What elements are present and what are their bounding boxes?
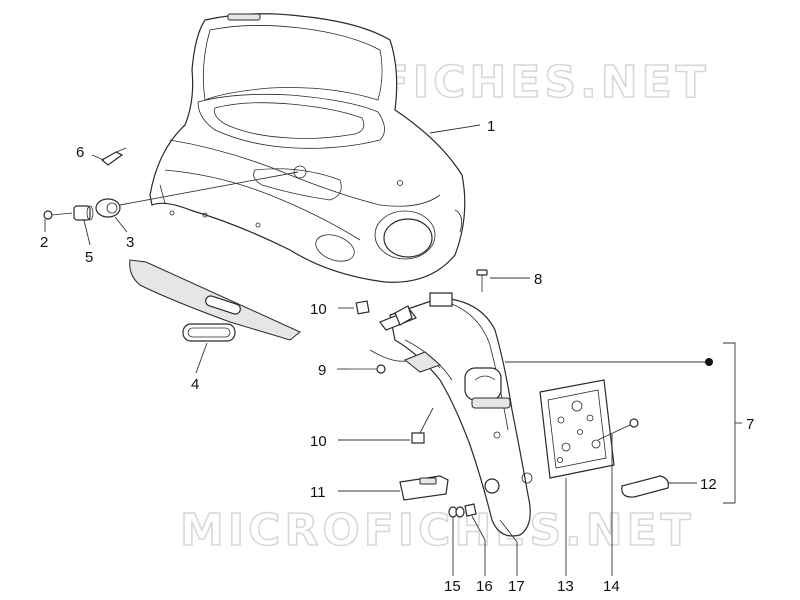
nut-part-10b — [411, 432, 425, 444]
screw-part-9 — [350, 364, 386, 374]
callout-12: 12 — [700, 476, 717, 493]
callout-16: 16 — [476, 578, 493, 595]
front-shield-part — [149, 13, 466, 283]
callout-6: 6 — [76, 144, 84, 161]
bracket-part-7 — [723, 342, 736, 504]
nut-part-16 — [464, 503, 477, 517]
leader-7-dot — [705, 358, 713, 366]
grommet-part-3 — [95, 198, 121, 218]
spacer-part-5 — [73, 205, 94, 221]
callout-5: 5 — [85, 249, 93, 266]
washer-part-15 — [448, 506, 465, 518]
reflector-strip-part — [129, 259, 301, 341]
rear-fender-part-7 — [369, 292, 533, 537]
callout-15: 15 — [444, 578, 461, 595]
leader-6 — [91, 154, 105, 161]
leader-10b-fender — [419, 407, 434, 434]
callout-11: 11 — [310, 484, 326, 501]
callout-7: 7 — [746, 416, 754, 433]
leader-1 — [429, 124, 481, 134]
callout-8: 8 — [534, 271, 542, 288]
callout-17: 17 — [508, 578, 525, 595]
screw-part-14 — [597, 418, 639, 441]
callout-4: 4 — [191, 376, 199, 393]
leader-17 — [499, 519, 518, 576]
leader-4 — [195, 342, 208, 374]
callout-14: 14 — [603, 578, 620, 595]
bolt-part-8 — [476, 269, 488, 292]
reflector-part-4 — [182, 323, 236, 342]
plate-bracket-part-13 — [539, 379, 615, 479]
callout-10b: 10 — [310, 433, 327, 450]
callout-3: 3 — [126, 234, 134, 251]
license-light-part-11 — [399, 475, 449, 501]
watermark-bottom: MICROFICHES.NET — [180, 505, 695, 556]
leader-grommet-to-shield — [119, 171, 299, 206]
callout-13: 13 — [557, 578, 574, 595]
callout-10a: 10 — [310, 301, 327, 318]
callout-1: 1 — [487, 118, 495, 135]
leader-5 — [83, 219, 91, 246]
screw-part-2 — [43, 210, 73, 220]
leader-3 — [114, 216, 128, 233]
nut-part-10a — [355, 300, 370, 315]
clip-part-6 — [100, 147, 127, 166]
callout-2: 2 — [40, 234, 48, 251]
leader-16 — [471, 515, 486, 576]
rear-reflector-part-12 — [621, 475, 669, 498]
callout-9: 9 — [318, 362, 326, 379]
